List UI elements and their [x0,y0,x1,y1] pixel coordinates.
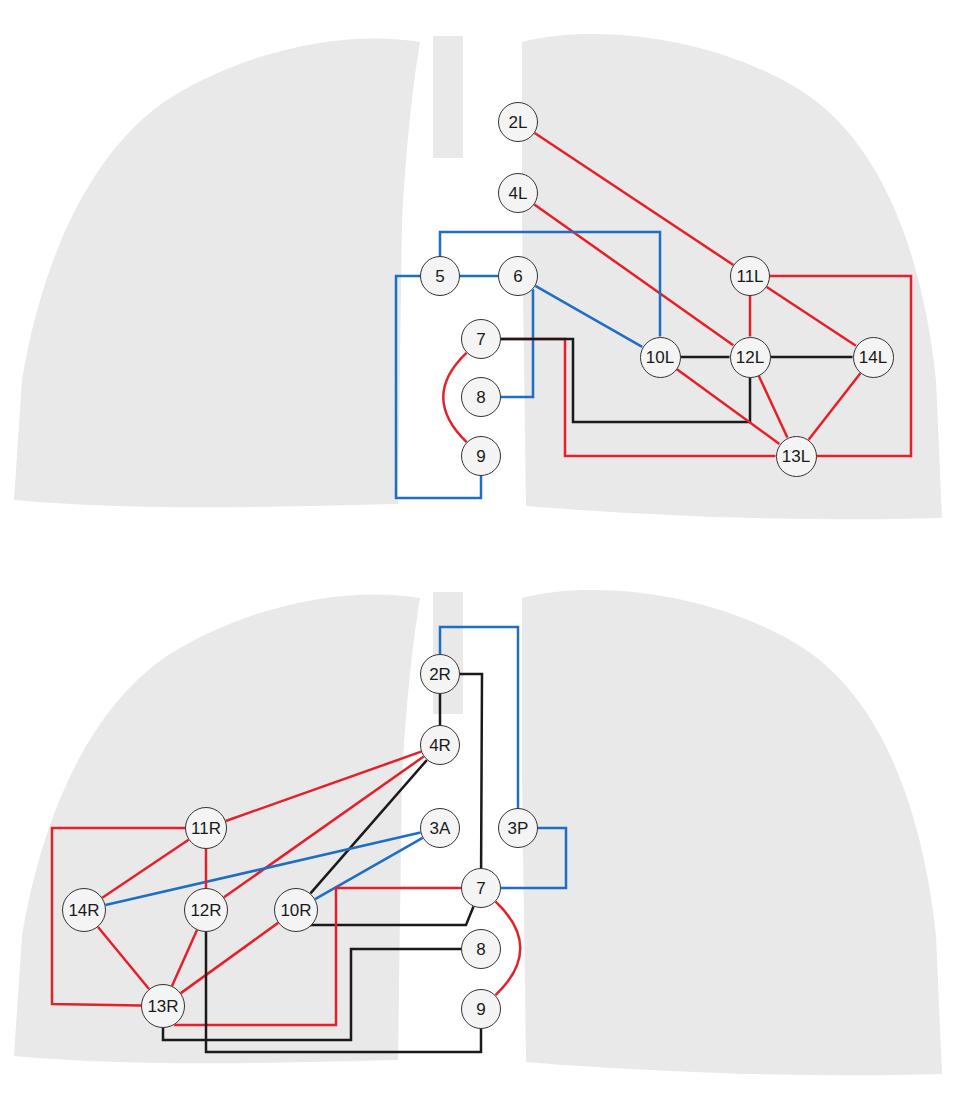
station-connector [163,949,461,1040]
station-connector [681,356,730,359]
station-circle: 10R [274,888,318,932]
station-label: 11L [736,268,763,285]
station-connector [535,133,734,265]
station-connector [224,757,424,898]
station-label: 13L [782,448,810,465]
station-connector [460,674,482,868]
station-connector [175,888,461,1025]
station-circle: 6 [498,256,538,296]
station-label: 9 [476,1001,485,1018]
station-circle: 4R [420,725,460,765]
station-connector [181,923,278,993]
station-connector [172,930,197,986]
station-label: 2R [429,666,451,683]
station-connector [102,840,188,898]
station-circle: 3A [420,808,460,848]
station-connector [501,339,750,422]
station-circle: 2R [420,654,460,694]
station-label: 4R [429,737,451,754]
lung-pair-bottom [14,590,942,1075]
station-connector [809,373,861,440]
station-label: 3A [430,820,451,837]
station-label: 10R [280,902,311,919]
station-connector [206,932,481,1052]
station-circle: 8 [461,377,501,417]
station-connector [310,907,473,927]
station-circle: 12L [730,337,771,378]
station-circle: 11R [185,807,227,849]
station-label: 3P [508,820,529,837]
station-connector [460,275,498,278]
station-connector [767,287,856,346]
station-label: 11R [191,820,221,837]
station-label: 14L [859,349,887,366]
station-connector [52,828,185,1006]
station-label: 5 [435,268,444,285]
station-label: 6 [513,268,522,285]
station-connector [535,286,642,347]
station-connector [749,296,752,337]
station-circle: 7 [461,319,501,359]
station-label: 14R [68,902,99,919]
station-circle: 14L [853,337,894,378]
station-circle: 11L [730,256,770,296]
station-label: 12R [190,902,221,919]
station-circle: 10L [640,337,681,378]
station-label: 7 [476,880,485,897]
station-circle: 3P [498,808,538,848]
station-label: 7 [476,331,485,348]
station-label: 9 [476,448,485,465]
station-circle: 13R [141,984,185,1028]
lung-pair-top [14,34,942,519]
station-circle: 14R [62,888,106,932]
station-circle: 8 [461,929,501,969]
station-label: 10L [646,349,674,366]
station-connector [310,760,426,893]
station-connector [105,832,420,905]
station-label: 4L [509,185,528,202]
station-label: 8 [476,941,485,958]
station-circle: 5 [420,256,460,296]
station-connector [534,205,733,346]
station-circle: 4L [498,173,538,213]
station-connector [315,838,423,899]
station-circle: 9 [461,436,501,476]
station-connector [501,290,533,397]
station-connector [226,752,421,821]
station-connector [677,369,780,444]
station-label: 13R [147,998,178,1015]
station-circle: 12R [184,888,228,932]
station-circle: 9 [461,989,501,1029]
station-label: 2L [509,114,528,131]
station-circle: 7 [461,868,501,908]
station-connector [770,276,911,456]
station-connector [440,627,518,808]
station-connector [205,849,208,888]
station-circle: 13L [776,436,817,477]
station-connector [771,356,853,359]
station-label: 8 [476,389,485,406]
station-connector [439,694,442,725]
station-label: 12L [736,349,764,366]
station-connector [759,376,788,438]
station-connector [98,927,149,989]
station-circle: 2L [498,102,538,142]
